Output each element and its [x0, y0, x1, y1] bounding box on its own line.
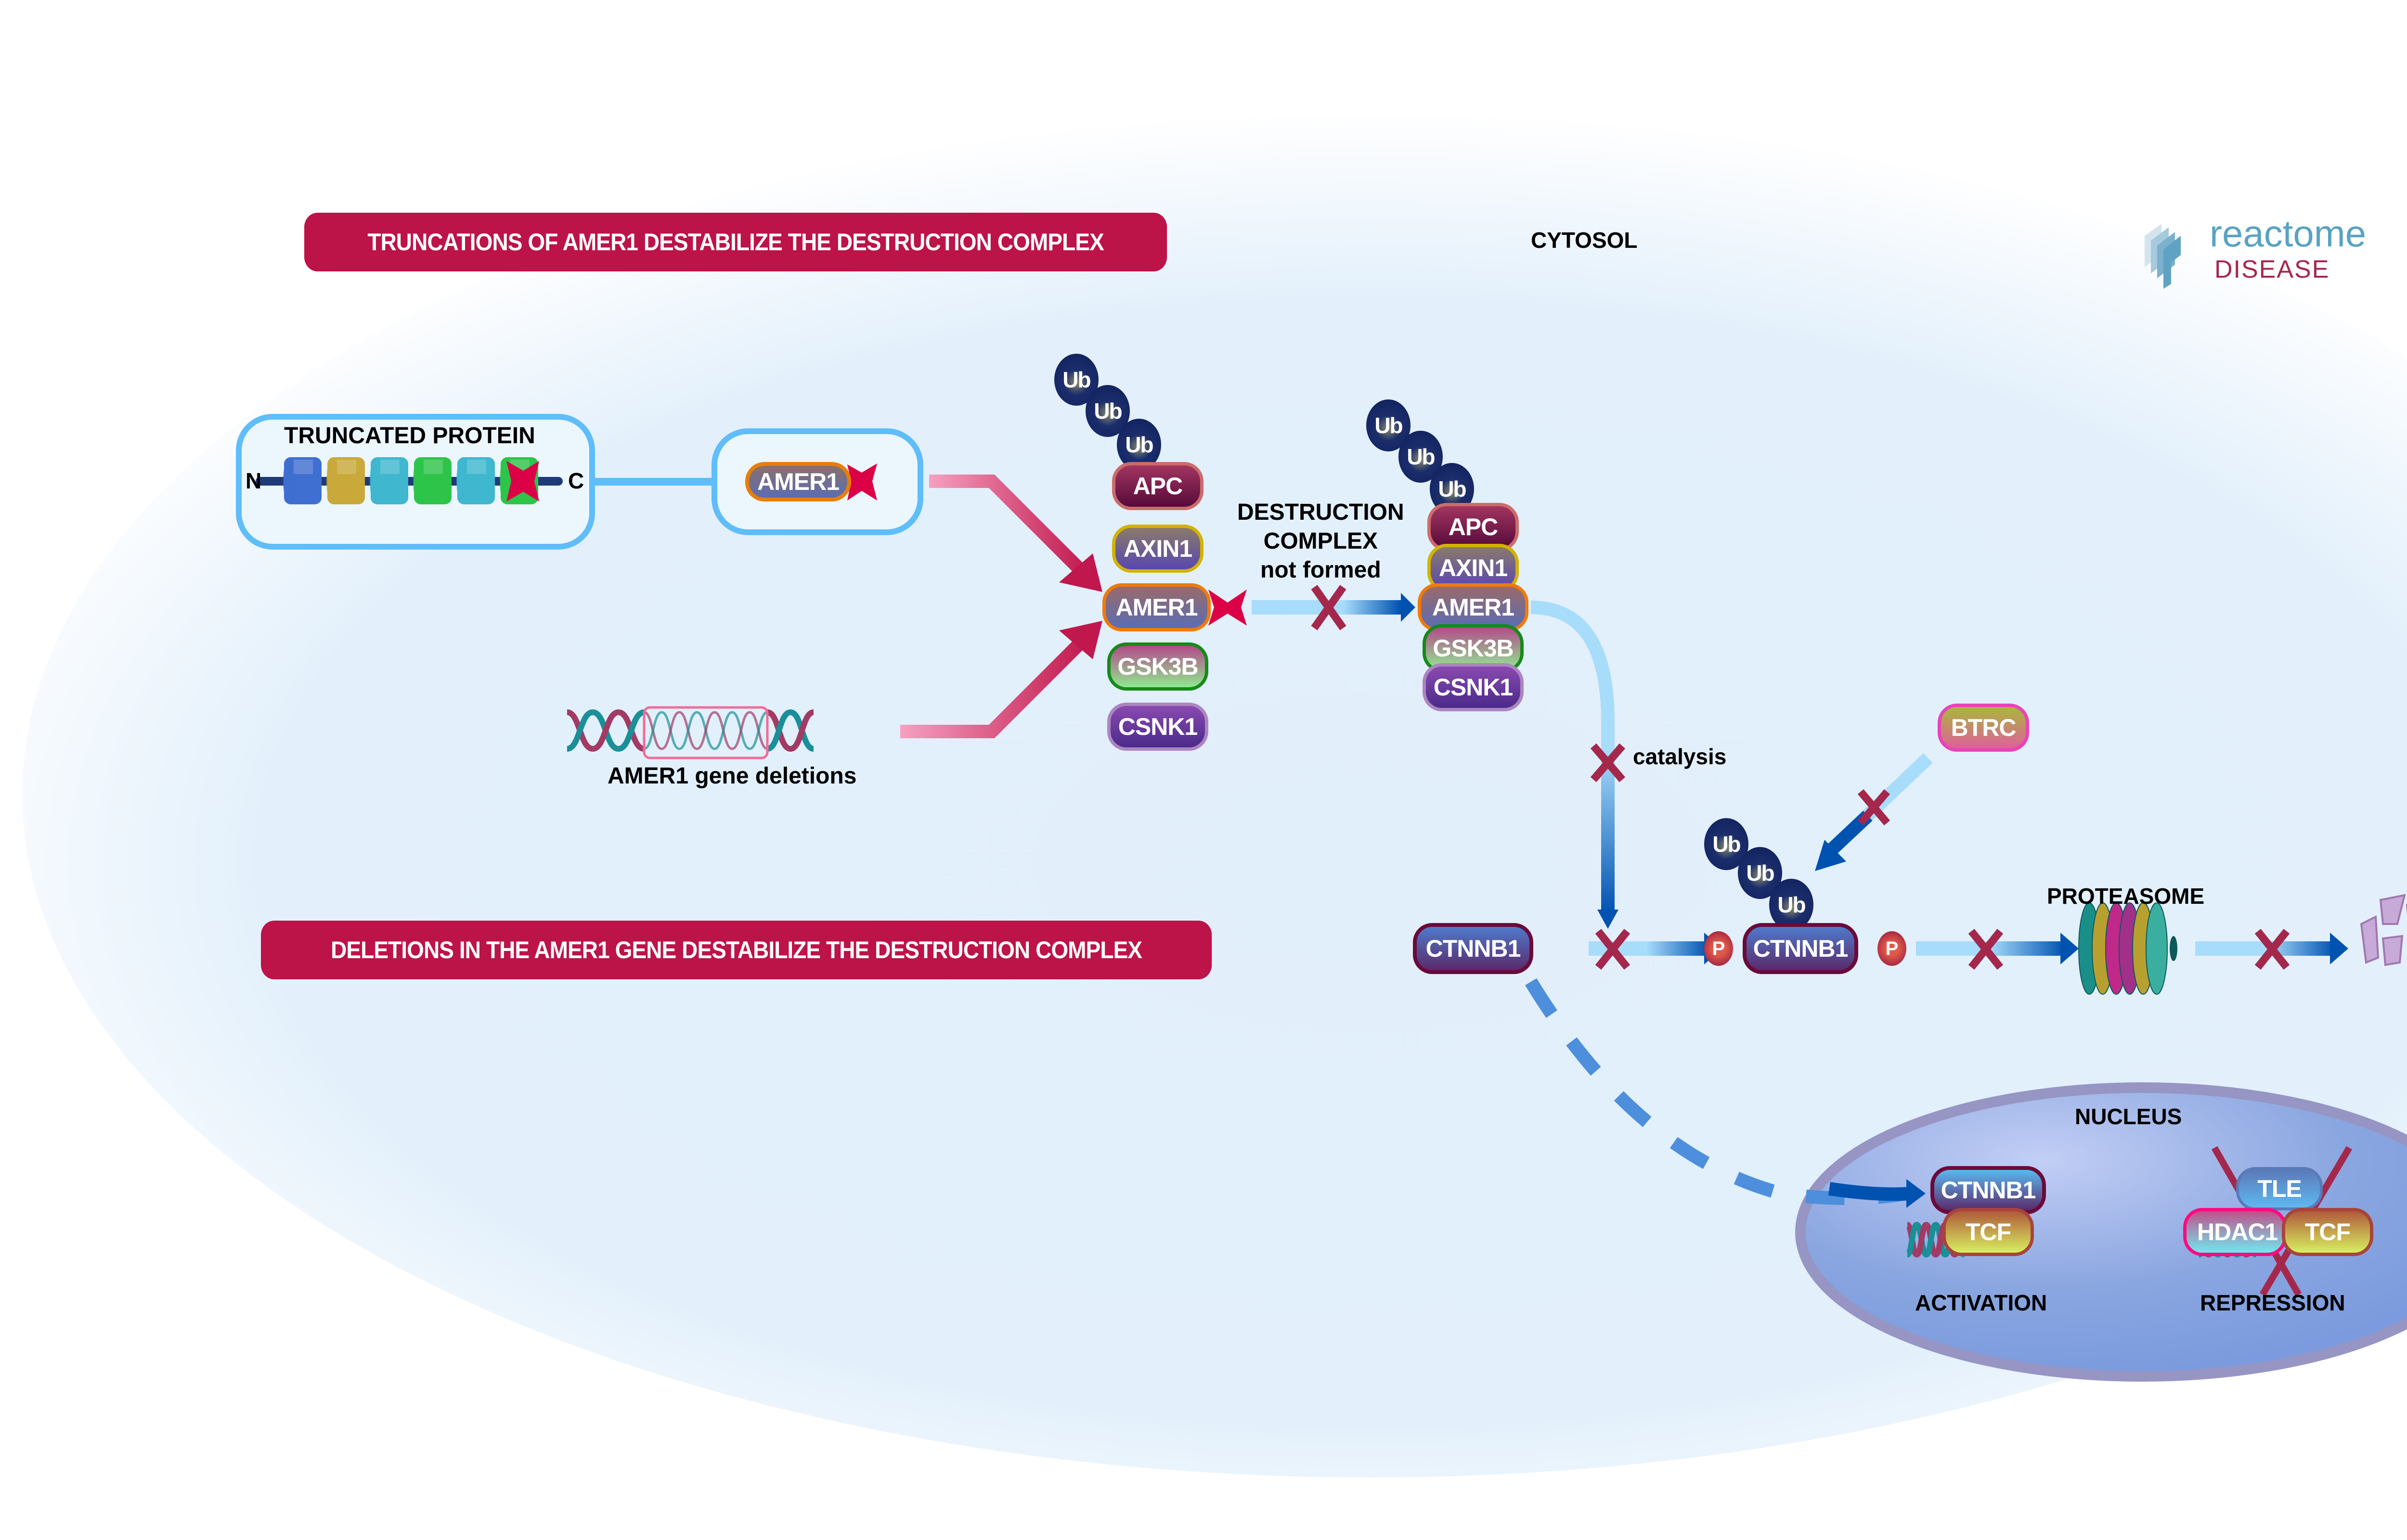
left-amer1[interactable]: AMER1: [1102, 583, 1211, 631]
destruction-label-line2: COMPLEX: [1263, 528, 1378, 554]
destruction-label-line3: not formed: [1260, 557, 1381, 583]
phospho-ctnnb1-protein[interactable]: CTNNB1: [1743, 923, 1858, 974]
repression-hdac1[interactable]: HDAC1: [2183, 1208, 2287, 1256]
blocked-x-icon: [1968, 929, 2004, 970]
nuclear-ctnnb1[interactable]: CTNNB1: [1930, 1166, 2046, 1214]
phospho-right-badge: P: [1877, 931, 1906, 966]
btrc-protein[interactable]: BTRC: [1938, 704, 2029, 752]
destruction-complex-label: DESTRUCTION COMPLEX not formed: [1237, 498, 1404, 585]
peptide-fragments-icon: [2360, 894, 2407, 966]
truncations-banner: TRUNCATIONS OF AMER1 DESTABILIZE THE DES…: [304, 213, 1167, 271]
reactome-logo-text: reactome: [2210, 212, 2367, 255]
amer1-truncated-protein[interactable]: AMER1: [745, 462, 851, 501]
cytosol-label: CYTOSOL: [1531, 228, 1638, 253]
catalysis-label: catalysis: [1633, 744, 1727, 769]
reactome-disease-label: DISEASE: [2214, 256, 2330, 283]
protein-domain-icon: [370, 457, 408, 504]
truncation-mark-icon: [506, 461, 539, 501]
truncation-mark-icon: [1208, 590, 1247, 626]
nucleus-label: NUCLEUS: [2075, 1104, 2182, 1129]
protein-domain-icon: [326, 457, 365, 504]
proteasome-label: PROTEASOME: [2047, 884, 2205, 909]
blocked-x-icon: [1590, 743, 1626, 783]
blocked-x-icon: [1595, 929, 1631, 970]
deletions-banner: DELETIONS IN THE AMER1 GENE DESTABILIZE …: [261, 921, 1212, 979]
left-axin1[interactable]: AXIN1: [1112, 525, 1204, 573]
nucleus-compartment: [1795, 1082, 2407, 1382]
destruction-label-line1: DESTRUCTION: [1237, 500, 1404, 525]
activation-tcf[interactable]: TCF: [1942, 1208, 2034, 1256]
repression-tle[interactable]: TLE: [2236, 1167, 2323, 1210]
blocked-x-icon: [1857, 789, 1890, 826]
n-terminus-label: N: [246, 468, 262, 493]
ctnnb1-protein[interactable]: CTNNB1: [1413, 923, 1533, 974]
activation-label: ACTIVATION: [1915, 1290, 2047, 1315]
right-csnk1[interactable]: CSNK1: [1423, 663, 1524, 711]
blocked-x-icon: [1311, 585, 1346, 630]
gene-deletions-label: AMER1 gene deletions: [608, 763, 857, 789]
phospho-left-badge: P: [1704, 931, 1733, 966]
truncated-protein-title: TRUNCATED PROTEIN: [284, 423, 535, 449]
left-apc[interactable]: APC: [1112, 462, 1204, 510]
proteasome-icon: [2078, 902, 2177, 995]
deletion-region-box: [643, 706, 769, 759]
phospho-ubiquitin-3: Ub: [1769, 879, 1813, 931]
dna-helix-icon: [566, 709, 815, 752]
left-gsk3b[interactable]: GSK3B: [1107, 642, 1208, 691]
truncation-mark-icon: [847, 463, 877, 500]
cytosol-compartment: [22, 111, 2407, 1477]
c-terminus-label: C: [568, 468, 584, 493]
repression-tcf[interactable]: TCF: [2282, 1208, 2373, 1256]
protein-domain-icon: [413, 457, 452, 504]
right-ubiquitin-2: Ub: [1398, 431, 1443, 483]
protein-domain-icon: [456, 457, 495, 504]
reactome-logo-icon: [2145, 224, 2181, 289]
left-csnk1[interactable]: CSNK1: [1107, 703, 1208, 751]
blocked-x-icon: [2254, 929, 2290, 970]
repression-label: REPRESSION: [2200, 1290, 2345, 1315]
protein-domain-icon: [283, 457, 322, 504]
